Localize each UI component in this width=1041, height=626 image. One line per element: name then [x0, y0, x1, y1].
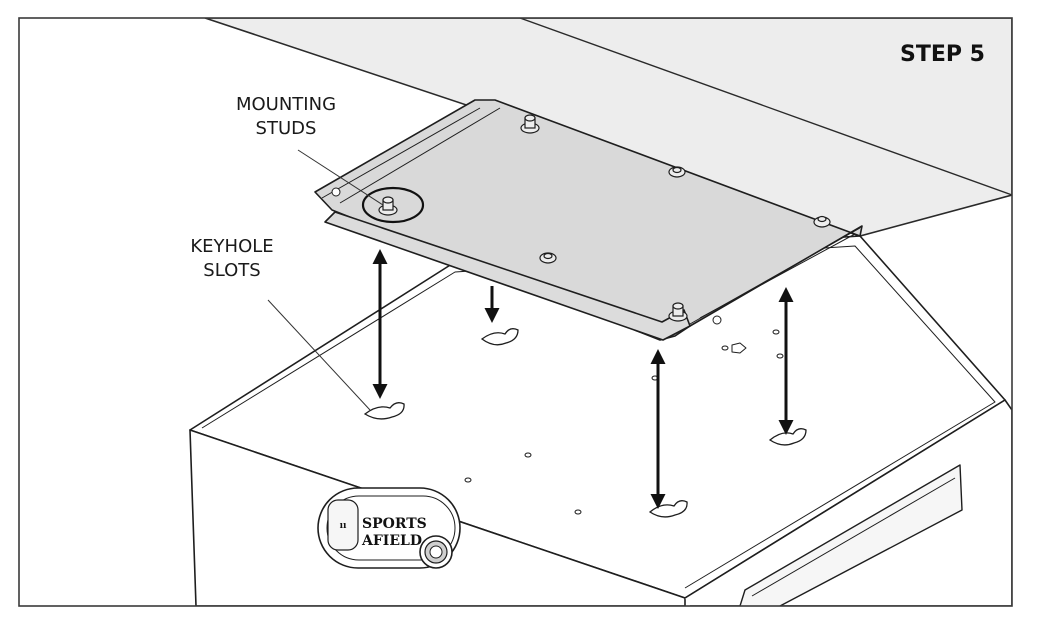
step-label: STEP 5: [900, 42, 985, 67]
mounting-stud-4: [539, 252, 557, 264]
fingerprint-icon: ıı: [340, 521, 347, 531]
keyhole-slots-label-line-1: KEYHOLE: [190, 236, 273, 257]
keyhole-leader-line: [267, 299, 371, 411]
mounting-studs-label-line-2: STUDS: [256, 118, 317, 139]
keyhole-slot-2: [480, 328, 519, 346]
keyhole-slot-1: [363, 402, 405, 420]
mounting-stud-5: [668, 302, 688, 322]
mounting-studs-label-line-1: MOUNTING: [236, 94, 336, 115]
brand-badge: ıı SPORTS AFIELD: [317, 487, 461, 569]
studs-leader-line: [297, 149, 384, 206]
keyhole-slots-label-line-2: SLOTS: [203, 260, 260, 281]
keyhole-slot-3: [648, 500, 688, 518]
mounting-stud-3: [668, 166, 686, 178]
mounting-stud-6: [813, 215, 831, 228]
brand-logo-line-1: SPORTS: [362, 516, 427, 532]
mounting-plate: [314, 99, 863, 341]
diagram-frame: [18, 17, 1013, 607]
mounting-stud-1: [520, 114, 540, 134]
brand-logo-line-2: AFIELD: [361, 533, 422, 549]
stud-highlight-circle: [361, 186, 425, 224]
